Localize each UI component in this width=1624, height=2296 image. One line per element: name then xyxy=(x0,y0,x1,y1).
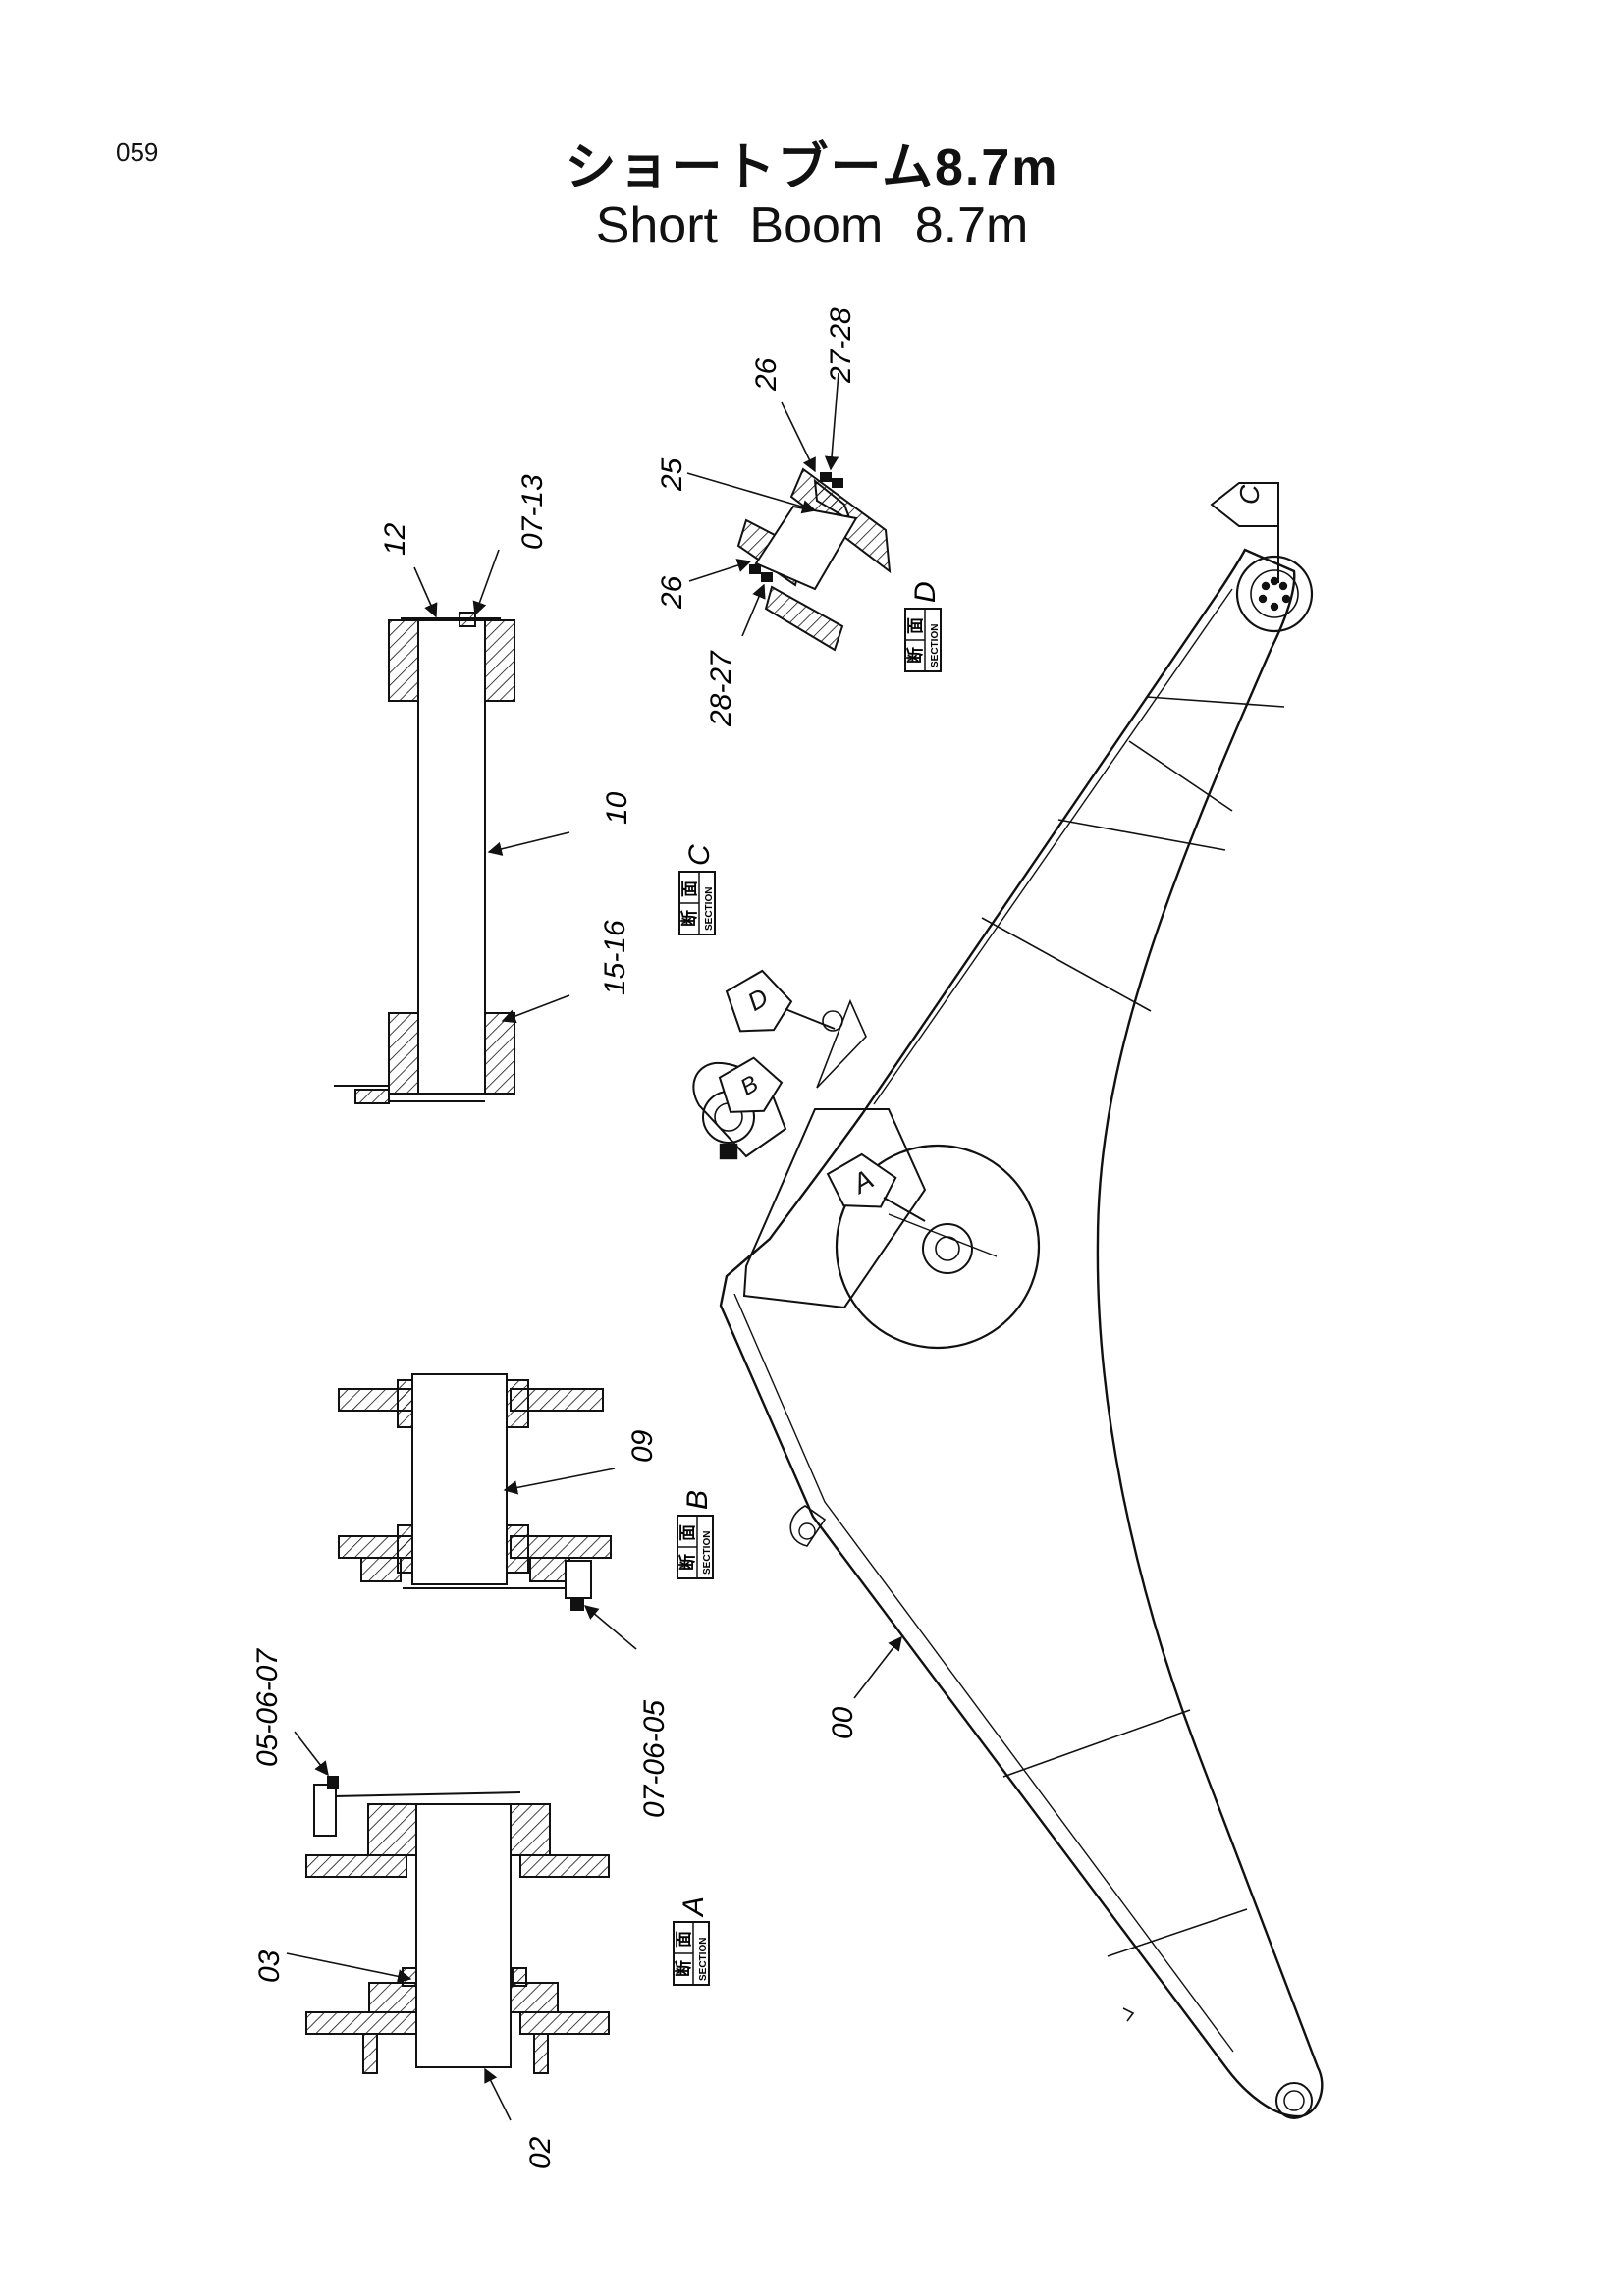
callout-00: 00 xyxy=(827,1635,902,1739)
callout-07-13-text: 07-13 xyxy=(516,474,549,550)
section-b-detail xyxy=(338,1373,612,1611)
badge-c-word: SECTION xyxy=(704,887,715,931)
title-japanese: ショートブーム8.7m xyxy=(565,139,1059,196)
callout-09-text: 09 xyxy=(626,1429,659,1463)
callout-28-27-text: 28-27 xyxy=(705,650,737,727)
badge-a-word: SECTION xyxy=(698,1938,709,1981)
page-number: 059 xyxy=(116,137,159,167)
callout-15-16-text: 15-16 xyxy=(599,920,631,995)
callout-10: 10 xyxy=(487,791,633,856)
callout-26-top-text: 26 xyxy=(750,357,783,392)
callout-12: 12 xyxy=(379,522,438,618)
callout-27-28-text: 27-28 xyxy=(825,307,857,384)
callout-15-16: 15-16 xyxy=(501,920,631,1024)
callout-26-top: 26 xyxy=(750,357,816,473)
callout-07-06-05: 07-06-05 xyxy=(583,1605,671,1818)
badge-b-kanji-2: 面 xyxy=(678,1524,697,1541)
badge-c-kanji-1: 断 xyxy=(679,910,699,927)
callout-26-bottom-text: 26 xyxy=(656,575,688,610)
callout-05-06-07: 05-06-07 xyxy=(251,1648,329,1777)
callout-25-text: 25 xyxy=(656,457,688,492)
section-d-detail xyxy=(736,467,892,652)
callout-02: 02 xyxy=(484,2067,557,2169)
badge-d-word: SECTION xyxy=(930,624,941,667)
section-a-detail xyxy=(305,1776,610,2074)
marker-d-view: D xyxy=(725,969,836,1033)
callout-07-06-05-text: 07-06-05 xyxy=(638,1700,671,1818)
section-c-badge: 断 面 SECTION C xyxy=(678,844,716,935)
callout-03-text: 03 xyxy=(253,1949,286,1983)
badge-a-letter: A xyxy=(677,1896,710,1918)
badge-d-letter: D xyxy=(909,581,942,603)
marker-a-view: A xyxy=(826,1152,926,1222)
marker-c-view: C xyxy=(1210,482,1279,583)
callout-12-text: 12 xyxy=(379,522,411,556)
badge-b-word: SECTION xyxy=(702,1531,713,1575)
badge-a-kanji-1: 断 xyxy=(674,1960,693,1977)
badge-a-kanji-2: 面 xyxy=(675,1931,693,1948)
callout-10-text: 10 xyxy=(601,791,633,825)
marker-b-view: B xyxy=(718,1056,784,1113)
section-b-badge: 断 面 SECTION B xyxy=(677,1490,714,1579)
badge-d-kanji-1: 断 xyxy=(905,647,925,664)
callout-09: 09 xyxy=(503,1429,659,1495)
callout-27-28: 27-28 xyxy=(824,307,857,471)
section-c-detail xyxy=(334,612,515,1104)
badge-d-kanji-2: 面 xyxy=(906,617,925,634)
badge-b-letter: B xyxy=(681,1490,714,1510)
badge-c-kanji-2: 面 xyxy=(680,881,699,897)
section-d-badge: 断 面 SECTION D xyxy=(904,581,942,672)
callout-05-06-07-text: 05-06-07 xyxy=(251,1648,284,1767)
boom-body xyxy=(692,548,1324,2119)
callout-03: 03 xyxy=(253,1949,412,1984)
callout-25: 25 xyxy=(656,457,817,514)
callout-07-13: 07-13 xyxy=(472,474,549,616)
marker-c-letter: C xyxy=(1234,484,1265,505)
badge-b-kanji-1: 断 xyxy=(677,1554,697,1571)
title-english: Short Boom 8.7m xyxy=(595,197,1029,254)
callout-00-text: 00 xyxy=(827,1706,859,1739)
callout-26-bottom: 26 xyxy=(656,559,752,610)
callout-02-text: 02 xyxy=(524,2136,557,2169)
badge-c-letter: C xyxy=(683,844,716,866)
section-a-badge: 断 面 SECTION A xyxy=(673,1896,710,1986)
callout-28-27: 28-27 xyxy=(705,583,766,727)
